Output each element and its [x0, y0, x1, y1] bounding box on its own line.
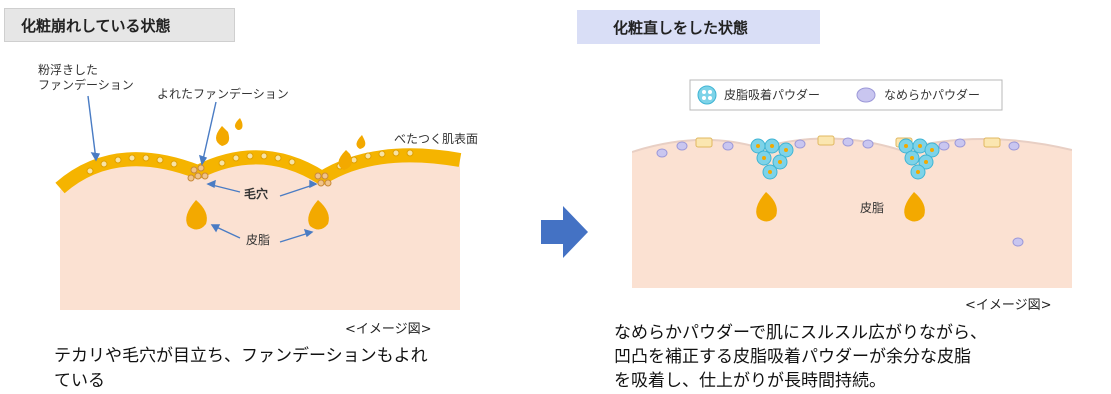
left-foundation-particles [86, 149, 414, 175]
right-pore-sebum-drops [756, 192, 925, 222]
sebum-absorbing-powder-icon [697, 85, 717, 105]
left-surface-sebum-drops [216, 118, 366, 170]
right-panel-heading: 化粧直しをした状態 [577, 10, 820, 44]
legend-label-absorbing-powder: 皮脂吸着パウダー [724, 88, 821, 102]
right-caption-line1: なめらかパウダーで肌にスルスル広がりながら、 [614, 323, 987, 343]
label-pore: 毛穴 [244, 187, 269, 201]
label-twisted-foundation: よれたファンデーション [157, 87, 289, 101]
label-sebum-right: 皮脂 [860, 201, 885, 215]
right-skin [632, 138, 1072, 288]
image-note-right: <イメージ図> [965, 298, 1052, 313]
transition-arrow [541, 206, 588, 258]
label-sticky-skin-surface: べたつく肌表面 [394, 132, 479, 146]
left-annotation-arrows [87, 95, 318, 243]
right-absorbing-powder-cluster-1 [750, 138, 794, 180]
left-skin [60, 155, 460, 310]
twisted-foundation-cluster-1 [187, 164, 209, 182]
legend-box [689, 79, 1003, 111]
left-caption-line2: ている [54, 371, 105, 391]
right-caption-line2: 凹凸を補正する皮脂吸着パウダーが余分な皮脂 [614, 347, 971, 367]
twisted-foundation-cluster-2 [314, 172, 332, 187]
legend-label-smooth-powder: なめらかパウダー [884, 88, 981, 102]
image-note-left: <イメージ図> [345, 322, 432, 337]
left-caption-line1: テカリや毛穴が目立ち、ファンデーションもよれ [54, 346, 428, 366]
right-absorbing-powder-cluster-2 [898, 138, 940, 180]
right-smooth-powder-particles [656, 137, 1024, 247]
label-floating-foundation-line1: 粉浮きした [38, 63, 99, 77]
left-pore-sebum-drops [186, 200, 329, 230]
label-sebum-left: 皮脂 [246, 233, 271, 247]
right-caption-line3: を吸着し、仕上がりが長時間持続。 [614, 371, 886, 391]
label-floating-foundation-line2: ファンデーション [38, 78, 134, 92]
smooth-powder-icon [856, 87, 876, 103]
left-panel-heading: 化粧崩れしている状態 [4, 8, 235, 42]
